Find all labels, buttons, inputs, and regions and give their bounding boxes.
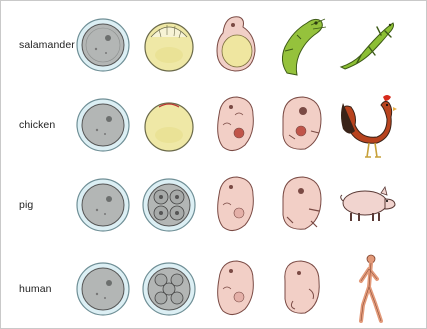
- row-salamander: salamander: [1, 5, 426, 85]
- salamander-stage-2-cleavage: [139, 5, 199, 85]
- row-label-salamander: salamander: [19, 5, 75, 85]
- row-label-pig: pig: [19, 165, 33, 245]
- chicken-stage-4-embryo: [271, 85, 331, 165]
- chicken-stage-3-embryo: [205, 85, 265, 165]
- human-stage-2-morula: [139, 249, 199, 329]
- pig-stage-4-embryo: [271, 165, 331, 245]
- pig-stage-5-adult: [337, 165, 397, 245]
- pig-stage-2-morula: [139, 165, 199, 245]
- human-stage-3-embryo: [205, 249, 265, 329]
- row-pig: pig: [1, 165, 426, 245]
- row-chicken: chicken: [1, 85, 426, 165]
- row-label-chicken: chicken: [19, 85, 55, 165]
- human-stage-5-adult: [337, 249, 397, 329]
- pig-stage-3-embryo: [205, 165, 265, 245]
- salamander-stage-3-embryo: [205, 5, 265, 85]
- chicken-stage-5-rooster: [337, 85, 397, 165]
- salamander-stage-4-larva: [271, 5, 331, 85]
- row-label-human: human: [19, 249, 52, 329]
- pig-stage-1-egg: [73, 165, 133, 245]
- chicken-stage-1-egg: [73, 85, 133, 165]
- human-stage-1-egg: [73, 249, 133, 329]
- row-human: human: [1, 249, 426, 329]
- salamander-stage-5-adult: [337, 5, 397, 85]
- chicken-stage-2-blastodisc: [139, 85, 199, 165]
- human-stage-4-fetus: [271, 249, 331, 329]
- salamander-stage-1-egg: [73, 5, 133, 85]
